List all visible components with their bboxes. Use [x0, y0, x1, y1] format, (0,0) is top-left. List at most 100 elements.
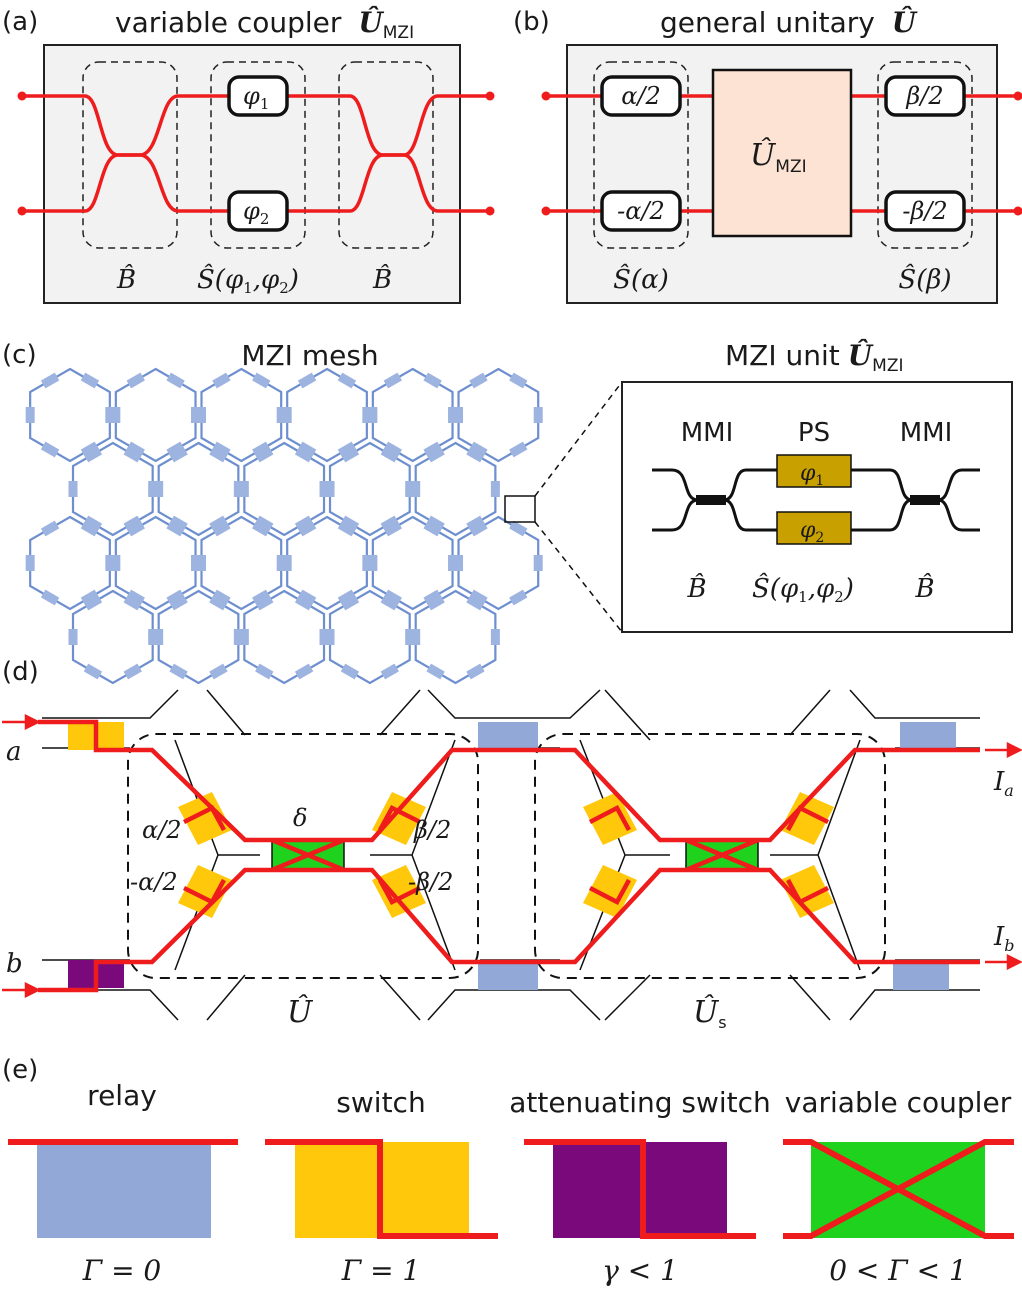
phase-alpha-top: [600, 75, 682, 117]
mesh-mzi-element: [368, 407, 378, 423]
ps-top-label: φ1: [800, 461, 824, 489]
mesh-mzi-element: [126, 441, 145, 458]
beamsplitter-label-right: B̂: [372, 264, 392, 295]
delta-label: δ: [293, 804, 307, 832]
beamsplitter-group-right: [338, 61, 434, 249]
mesh-mzi-element: [337, 520, 357, 537]
phase-beta-bottom-label: -β/2: [902, 197, 947, 225]
mesh-mzi-element: [252, 589, 271, 606]
mzi-block: [711, 68, 853, 238]
mesh-mzi-element: [255, 515, 274, 532]
switch-caption: Γ = 1: [341, 1254, 421, 1287]
phase-shifters-d: [178, 792, 834, 918]
mesh-mzi-element: [169, 663, 188, 680]
atten-title: attenuating switch: [509, 1086, 771, 1119]
mzi-mesh: [25, 367, 543, 685]
coupler-path: [783, 1139, 1014, 1239]
mesh-mzi-element: [40, 441, 60, 458]
mesh-mzi-element: [239, 629, 249, 645]
mesh-mzi-element: [169, 446, 188, 463]
mesh-mzi-element: [154, 481, 164, 497]
panel-a-title: variable coupler ÛMZI: [115, 5, 414, 43]
mesh-mzi-element: [509, 372, 528, 389]
port-dot: [541, 91, 551, 101]
mesh-hex-cell: [114, 367, 197, 463]
mesh-mzi-element: [423, 589, 442, 606]
mesh-mzi-element: [166, 372, 185, 389]
output-a-label: Ia: [993, 767, 1014, 800]
mesh-mzi-element: [212, 520, 231, 537]
phase-label-top: φ1: [243, 82, 269, 113]
mesh-mzi-element: [380, 663, 399, 680]
mesh-hex-cell: [200, 367, 283, 463]
mesh-mzi-element: [123, 515, 142, 532]
ps-label: PS: [798, 418, 830, 448]
u-label: Û: [287, 994, 314, 1030]
unit-b-right: B̂: [914, 573, 934, 604]
mesh-mzi-element: [239, 481, 249, 497]
port-dot: [1013, 91, 1022, 101]
mesh-mzi-element: [80, 441, 100, 458]
mesh-mzi-element: [411, 481, 421, 497]
mesh-mzi-element: [423, 441, 442, 458]
mesh-hex-cell: [328, 589, 411, 685]
mesh-mzi-element: [252, 520, 271, 537]
mesh-mzi-element: [83, 515, 103, 532]
mesh-mzi-element: [340, 663, 360, 680]
alpha-top-label: α/2: [142, 816, 182, 844]
panel-c-label: (c): [2, 340, 37, 370]
mesh-mzi-element: [83, 446, 103, 463]
mesh-hex-cell: [286, 515, 368, 611]
mesh-hex-cell: [457, 367, 540, 463]
mesh-mzi-element: [297, 441, 317, 458]
panel-b-label: (b): [513, 7, 550, 37]
mesh-mzi-element: [68, 481, 78, 497]
mesh-mzi-element: [466, 515, 485, 532]
phase-shifter-top: [227, 75, 289, 117]
panel-b-title: general unitary Û: [660, 5, 918, 39]
mesh-mzi-element: [454, 555, 464, 571]
phase-shifter-bottom: [227, 190, 289, 232]
mesh-mzi-element: [252, 441, 271, 458]
mesh-mzi-element: [252, 372, 271, 389]
mesh-hex-cell: [328, 441, 411, 537]
mesh-mzi-element: [123, 446, 142, 463]
mesh-mzi-element: [40, 372, 60, 389]
shift-alpha-label: Ŝ(α): [613, 263, 669, 295]
relay-top: [478, 722, 538, 750]
phase-beta-bottom: [884, 190, 966, 232]
mesh-mzi-element: [209, 515, 228, 532]
mesh-mzi-element: [490, 481, 500, 497]
mesh-mzi-element: [466, 663, 485, 680]
mesh-mzi-element: [80, 372, 100, 389]
mesh-mzi-element: [209, 594, 228, 611]
beamsplitter-label-left: B̂: [116, 264, 136, 295]
atten-caption: γ < 1: [602, 1254, 678, 1287]
mesh-mzi-element: [255, 594, 274, 611]
mmi-right: [910, 495, 940, 505]
mesh-mzi-element: [197, 407, 207, 423]
phase-alpha-bottom-label: -α/2: [617, 197, 665, 225]
mesh-mzi-element: [337, 372, 357, 389]
mesh-mzi-element: [297, 589, 317, 606]
shift-beta-label: Ŝ(β): [898, 263, 951, 295]
mesh-mzi-element: [383, 372, 402, 389]
mesh-hex-cell: [414, 441, 497, 537]
mesh-mzi-element: [197, 555, 207, 571]
panel-a-label: (a): [2, 7, 38, 37]
mesh-hex-cell: [414, 589, 497, 685]
panel-e: (e) relay Γ = 0 switch Γ = 1 attenuating…: [2, 1055, 1014, 1287]
mesh-mzi-element: [509, 441, 528, 458]
mesh-mzi-element: [126, 372, 145, 389]
mesh-hex-cell: [371, 367, 454, 463]
mesh-mzi-element: [166, 520, 185, 537]
mesh-hex-cell: [157, 589, 240, 685]
switch-path: [265, 1139, 498, 1239]
mesh-mzi-element: [411, 629, 421, 645]
mesh-mzi-element: [209, 663, 228, 680]
mesh-mzi-element: [166, 441, 185, 458]
mesh-mzi-element: [212, 372, 231, 389]
mesh-mzi-element: [282, 555, 292, 571]
